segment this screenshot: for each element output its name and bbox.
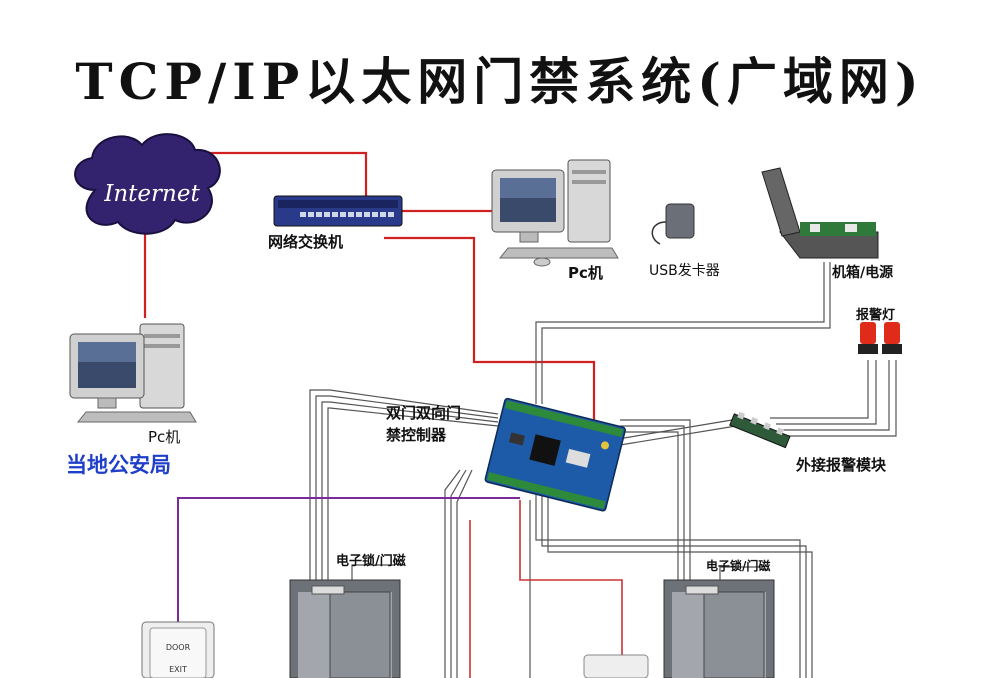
switch-label: 网络交换机 [268,233,344,251]
diagram-title: TCP/IP以太网门禁系统(广域网) [75,52,925,111]
cabinet-power [761,167,879,259]
pc-left-label: Pc机 [148,428,181,446]
pc-left-computer [69,323,197,423]
network-switch [273,195,403,227]
exit-button-exit-text: EXIT [169,665,187,674]
police-label: 当地公安局 [66,453,171,477]
exit-button: DOOR EXIT [141,621,215,678]
pc-top-computer [491,159,619,267]
cable-bundles [309,262,897,678]
controller-board [484,397,626,512]
alarm-module [729,411,791,449]
alarm-lights [858,322,902,354]
internet-cloud: Internet [74,133,221,235]
internet-to-switch-link [190,151,368,205]
cabinet-label: 机箱/电源 [832,265,894,281]
left-lock-label: 电子锁/门磁 [336,554,406,569]
pc-top-label: Pc机 [568,264,603,282]
usb-card-reader [651,203,695,245]
controller-label-line1: 双门双向门 [386,404,462,422]
exit-button-cable [177,497,520,622]
alarm-light-label: 报警灯 [856,308,896,323]
internet-label: Internet [103,181,200,207]
network-links [143,151,596,422]
alarm-module-label: 外接报警模块 [796,456,887,474]
right-lock-label: 电子锁/门磁 [706,559,771,573]
left-door [289,579,401,678]
usb-reader-label: USB发卡器 [649,263,720,279]
lower-red-wires [469,500,623,678]
exit-button-door-text: DOOR [166,643,191,652]
switch-to-controller-link [384,236,596,422]
controller-label-line2: 禁控制器 [386,426,447,444]
bottom-reader [583,654,649,678]
right-door [663,579,775,678]
